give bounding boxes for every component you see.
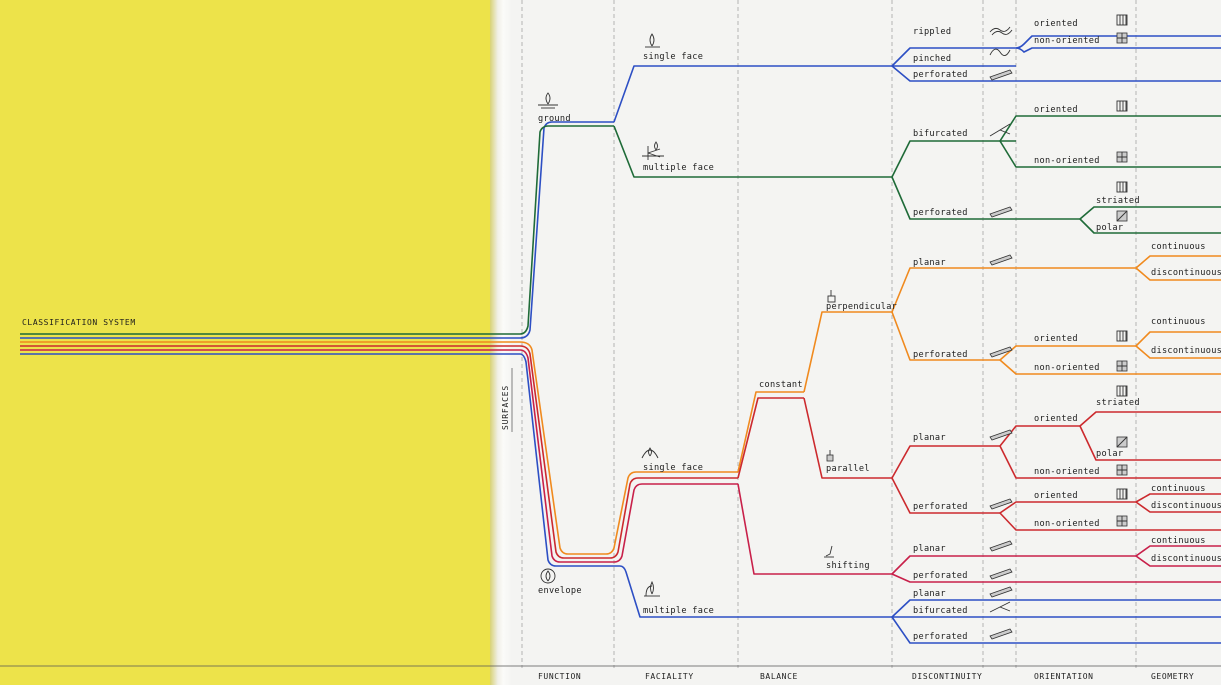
label-pinched: pinched: [913, 54, 951, 64]
label-planar-3: planar: [913, 544, 946, 554]
label-planar-2: planar: [913, 433, 946, 443]
column-header-faciality: FACIALITY: [645, 672, 694, 681]
striated-pattern-icon: [1116, 385, 1128, 397]
ground-surface-icon: [538, 92, 558, 109]
label-polar-1: polar: [1096, 223, 1123, 233]
non-oriented-pattern-icon: [1116, 360, 1128, 372]
shifting-icon: [824, 545, 834, 558]
planar-surface-icon: [989, 540, 1013, 552]
label-continuous-3: continuous: [1151, 484, 1206, 494]
label-non-oriented-5: non-oriented: [1034, 519, 1100, 529]
rippled-surface-icon: [989, 26, 1013, 36]
label-oriented-3: oriented: [1034, 334, 1078, 344]
label-striated-1: striated: [1096, 196, 1140, 206]
root-label-surfaces: SURFACES: [501, 385, 510, 430]
label-bifurcated-1: bifurcated: [913, 129, 968, 139]
label-ground: ground: [538, 114, 571, 124]
column-header-function: FUNCTION: [538, 672, 581, 681]
oriented-pattern-icon: [1116, 488, 1128, 500]
column-header-geometry: GEOMETRY: [1151, 672, 1194, 681]
bifurcated-surface-icon: [989, 123, 1011, 137]
label-non-oriented-2: non-oriented: [1034, 156, 1100, 166]
label-envelope-single-face: single face: [643, 463, 703, 473]
non-oriented-pattern-icon: [1116, 464, 1128, 476]
multiple-face-branch-icon: [642, 141, 664, 160]
perforated-surface-icon: [989, 628, 1013, 640]
perforated-surface-icon: [989, 346, 1013, 358]
perforated-surface-icon: [989, 568, 1013, 580]
label-continuous-4: continuous: [1151, 536, 1206, 546]
label-oriented-4: oriented: [1034, 414, 1078, 424]
perforated-surface-icon: [989, 69, 1013, 81]
label-perpendicular: perpendicular: [826, 302, 897, 312]
planar-surface-icon: [989, 586, 1013, 598]
label-polar-2: polar: [1096, 449, 1123, 459]
planar-surface-icon: [989, 254, 1013, 266]
oriented-pattern-icon: [1116, 100, 1128, 112]
label-parallel: parallel: [826, 464, 870, 474]
label-perforated-4: perforated: [913, 502, 968, 512]
label-oriented-5: oriented: [1034, 491, 1078, 501]
label-striated-2: striated: [1096, 398, 1140, 408]
label-bifurcated-2: bifurcated: [913, 606, 968, 616]
label-perforated-1: perforated: [913, 70, 968, 80]
label-constant: constant: [759, 380, 803, 390]
label-discontinuous-1: discontinuous: [1151, 268, 1221, 278]
non-oriented-pattern-icon: [1116, 151, 1128, 163]
label-discontinuous-2: discontinuous: [1151, 346, 1221, 356]
label-continuous-2: continuous: [1151, 317, 1206, 327]
non-oriented-pattern-icon: [1116, 32, 1128, 44]
label-non-oriented-3: non-oriented: [1034, 363, 1100, 373]
label-discontinuous-4: discontinuous: [1151, 554, 1221, 564]
label-envelope: envelope: [538, 586, 582, 596]
single-face-dome-icon: [641, 447, 659, 459]
label-rippled: rippled: [913, 27, 951, 37]
label-shifting: shifting: [826, 561, 870, 571]
label-planar-1: planar: [913, 258, 946, 268]
label-non-oriented-1: non-oriented: [1034, 36, 1100, 46]
perpendicular-icon: [827, 290, 836, 303]
label-envelope-multiple-face: multiple face: [643, 606, 714, 616]
envelope-surface-icon: [540, 568, 556, 584]
pinched-surface-icon: [989, 48, 1011, 56]
branch-lines: [20, 35, 1221, 644]
bifurcated-surface-icon: [989, 601, 1011, 613]
oriented-pattern-icon: [1116, 14, 1128, 26]
label-non-oriented-4: non-oriented: [1034, 467, 1100, 477]
planar-surface-icon: [989, 429, 1013, 441]
column-header-orientation: ORIENTATION: [1034, 672, 1094, 681]
label-oriented-1: oriented: [1034, 19, 1078, 29]
diagram-title: CLASSIFICATION SYSTEM: [22, 318, 136, 327]
striated-pattern-icon: [1116, 181, 1128, 193]
label-ground-multiple-face: multiple face: [643, 163, 714, 173]
label-planar-4: planar: [913, 589, 946, 599]
non-oriented-pattern-icon: [1116, 515, 1128, 527]
label-discontinuous-3: discontinuous: [1151, 501, 1221, 511]
multiple-face-envelope-icon: [644, 580, 660, 597]
label-ground-single-face: single face: [643, 52, 703, 62]
parallel-icon: [826, 450, 834, 462]
perforated-surface-icon: [989, 498, 1013, 510]
polar-pattern-icon: [1116, 210, 1128, 222]
label-continuous-1: continuous: [1151, 242, 1206, 252]
label-oriented-2: oriented: [1034, 105, 1078, 115]
label-perforated-6: perforated: [913, 632, 968, 642]
polar-pattern-icon: [1116, 436, 1128, 448]
oriented-pattern-icon: [1116, 330, 1128, 342]
label-perforated-3: perforated: [913, 350, 968, 360]
label-perforated-2: perforated: [913, 208, 968, 218]
single-face-flame-icon: [645, 33, 660, 48]
column-header-balance: BALANCE: [760, 672, 798, 681]
column-header-discontinuity: DISCONTINUITY: [912, 672, 982, 681]
label-perforated-5: perforated: [913, 571, 968, 581]
perforated-surface-icon: [989, 206, 1013, 218]
